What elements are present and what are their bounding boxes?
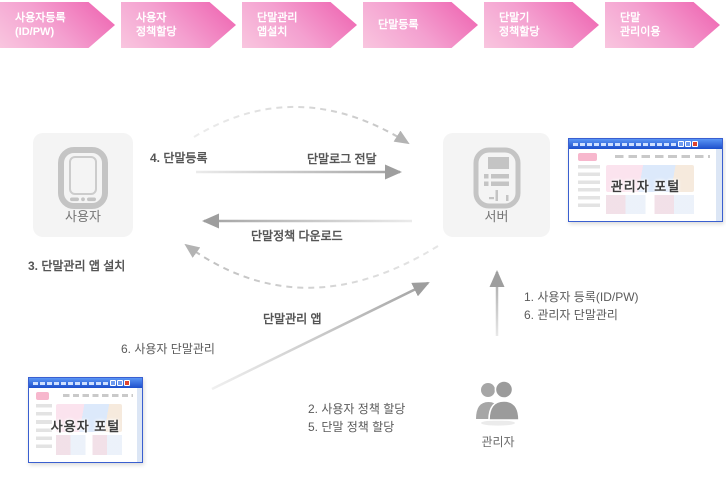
flow-step-device-use: 단말 관리이용 — [605, 2, 720, 48]
annotation-user-policy: 2. 사용자 정책 할당 — [308, 402, 406, 416]
annotation-policy-download: 단말정책 다운로드 — [251, 229, 343, 243]
admin-label: 관리자 — [481, 435, 515, 449]
user-portal-title: 사용자 포털 — [50, 419, 121, 435]
portal-scrollbar — [715, 149, 722, 221]
annotation-app-install: 3. 단말관리 앱 설치 — [28, 259, 126, 273]
portal-logo — [35, 392, 50, 400]
admin-portal-content: 관리자 포털 — [569, 149, 722, 221]
window-titlebar — [569, 139, 722, 149]
portal-body — [605, 195, 695, 214]
user-node-box: 사용자 — [33, 133, 133, 237]
arc-user-to-server — [193, 106, 410, 145]
close-button-icon — [692, 141, 699, 147]
portal-hero-image — [56, 404, 122, 433]
user-portal-window: 사용자 포털 — [28, 377, 143, 463]
annotation-device-policy: 5. 단말 정책 할당 — [308, 420, 395, 434]
server-node-box: 서버 — [443, 133, 550, 237]
window-titlebar — [29, 378, 142, 388]
portal-scrollbar — [137, 388, 142, 462]
flow-step-user-register: 사용자등록 (ID/PW) — [0, 2, 115, 48]
annotation-device-register: 4. 단말등록 — [150, 151, 208, 165]
smartphone-icon — [57, 147, 109, 214]
user-node-label: 사용자 — [65, 209, 101, 224]
annotation-mdm-app: 단말관리 앱 — [263, 312, 322, 326]
annotation-user-device-mgmt: 6. 사용자 단말관리 — [121, 342, 215, 356]
minimize-button-icon — [110, 380, 117, 386]
user-portal-content: 사용자 포털 — [29, 388, 142, 462]
portal-nav — [62, 393, 133, 397]
minimize-button-icon — [678, 141, 685, 147]
portal-hero-image — [605, 164, 695, 193]
server-node-label: 서버 — [484, 209, 509, 224]
flow-step-device-register: 단말등록 — [363, 2, 478, 48]
annotation-admin-device-mgmt: 6. 관리자 단말관리 — [524, 308, 618, 322]
flow-step-device-policy: 단말기 정책할당 — [484, 2, 599, 48]
arrow-mdm-app — [211, 281, 430, 391]
maximize-button-icon — [117, 380, 124, 386]
admin-figure: 관리자 — [472, 380, 524, 450]
admin-portal-window: 관리자 포털 — [568, 138, 723, 222]
portal-logo — [578, 153, 597, 161]
admin-portal-title: 관리자 포털 — [610, 179, 681, 195]
server-icon — [471, 147, 523, 214]
window-title-text — [33, 381, 110, 385]
flow-step-app-install: 단말관리 앱설치 — [242, 2, 357, 48]
portal-sidebar — [35, 404, 52, 449]
window-title-text — [573, 142, 678, 146]
portal-body — [56, 435, 122, 455]
maximize-button-icon — [685, 141, 692, 147]
arc-server-to-user — [184, 243, 439, 289]
portal-nav — [614, 154, 710, 158]
close-button-icon — [124, 380, 131, 386]
annotation-device-log: 단말로그 전달 — [307, 152, 377, 166]
portal-sidebar — [578, 164, 600, 209]
people-icon — [473, 380, 523, 430]
annotation-user-register: 1. 사용자 등록(ID/PW) — [524, 290, 639, 304]
flow-step-user-policy: 사용자 정책할당 — [121, 2, 236, 48]
